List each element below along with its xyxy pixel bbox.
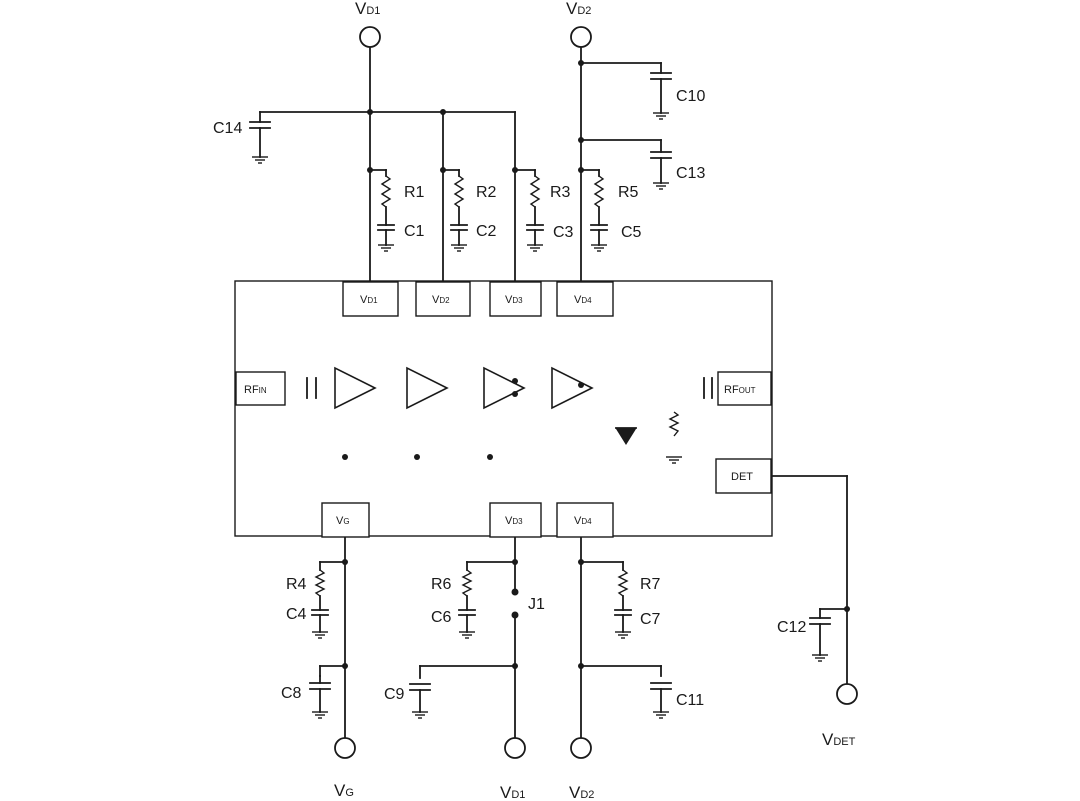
label-c12: C12 bbox=[777, 619, 806, 636]
capacitor-c7 bbox=[614, 609, 632, 639]
pin-rfin bbox=[235, 371, 286, 406]
amplifier-stage-4 bbox=[551, 366, 594, 410]
detector-resistor bbox=[665, 411, 683, 464]
capacitor-c12 bbox=[809, 617, 831, 662]
terminal-label-vdet: VDET bbox=[822, 730, 856, 749]
label-c5: C5 bbox=[621, 224, 642, 241]
pin-label-rfout: RFOUT bbox=[724, 384, 756, 396]
terminal-vd1-bottom bbox=[504, 737, 526, 759]
jumper-j1 bbox=[511, 588, 519, 619]
terminal-vdet bbox=[836, 683, 858, 705]
detector-diode bbox=[615, 427, 637, 445]
capacitor-c9 bbox=[409, 683, 431, 719]
pin-vd1-top bbox=[342, 281, 399, 317]
label-c10: C10 bbox=[676, 88, 705, 105]
pin-rfout bbox=[717, 371, 772, 406]
capacitor-c13 bbox=[650, 151, 672, 190]
pin-det bbox=[715, 458, 772, 494]
capacitor-c2 bbox=[450, 224, 468, 252]
label-c6: C6 bbox=[431, 609, 452, 626]
resistor-r6 bbox=[461, 569, 473, 611]
resistor-r7 bbox=[617, 569, 629, 611]
capacitor-c14 bbox=[249, 121, 271, 164]
pin-vg bbox=[321, 502, 370, 538]
pin-vd3-bottom bbox=[489, 502, 542, 538]
amplifier-stage-1 bbox=[334, 366, 377, 410]
pin-vd4-bottom bbox=[556, 502, 614, 538]
label-c13: C13 bbox=[676, 165, 705, 182]
ic-package-outline bbox=[234, 280, 773, 537]
label-r6: R6 bbox=[431, 576, 452, 593]
capacitor-c4 bbox=[311, 609, 329, 639]
pin-label-vd3-bottom: VD3 bbox=[505, 515, 523, 527]
amplifier-stage-3 bbox=[483, 366, 526, 410]
label-c11: C11 bbox=[676, 692, 704, 709]
capacitor-c5 bbox=[590, 224, 608, 252]
resistor-r2 bbox=[453, 175, 465, 226]
pin-label-vd3-top: VD3 bbox=[505, 294, 523, 306]
resistor-r3 bbox=[529, 175, 541, 226]
terminal-vg bbox=[334, 737, 356, 759]
capacitor-c3 bbox=[526, 224, 544, 252]
pin-vd3-top bbox=[489, 281, 542, 317]
label-r5: R5 bbox=[618, 184, 639, 201]
resistor-r1 bbox=[380, 175, 392, 226]
terminal-vd1-top bbox=[359, 26, 381, 48]
label-c2: C2 bbox=[476, 223, 497, 240]
label-c1: C1 bbox=[404, 223, 425, 240]
amplifier-stage-2 bbox=[406, 366, 449, 410]
pin-label-vd1-top: VD1 bbox=[360, 294, 378, 306]
label-c7: C7 bbox=[640, 611, 661, 628]
terminal-label-vd2-top: VD2 bbox=[566, 0, 591, 18]
label-r2: R2 bbox=[476, 184, 497, 201]
label-j1: J1 bbox=[528, 596, 545, 613]
capacitor-c6 bbox=[458, 609, 476, 639]
terminal-label-vd1-bottom: VD1 bbox=[500, 783, 525, 801]
capacitor-c1 bbox=[377, 224, 395, 252]
label-c3: C3 bbox=[553, 224, 574, 241]
resistor-r5 bbox=[593, 175, 605, 226]
label-c4: C4 bbox=[286, 606, 307, 623]
junction-dots bbox=[342, 60, 850, 669]
terminal-label-vg: VG bbox=[334, 781, 354, 800]
capacitor-c8 bbox=[309, 675, 331, 719]
capacitor-c11 bbox=[650, 682, 672, 719]
terminal-label-vd2-bottom: VD2 bbox=[569, 783, 594, 801]
resistor-r4 bbox=[314, 569, 326, 611]
label-r3: R3 bbox=[550, 184, 571, 201]
pin-vd2-top bbox=[415, 281, 471, 317]
pin-label-vd2-top: VD2 bbox=[432, 294, 450, 306]
capacitor-rfout-dc-block bbox=[703, 377, 713, 399]
pin-label-rfin: RFIN bbox=[244, 384, 267, 396]
label-r4: R4 bbox=[286, 576, 307, 593]
label-c9: C9 bbox=[384, 686, 405, 703]
label-c8: C8 bbox=[281, 685, 302, 702]
capacitor-rfin-dc-block bbox=[306, 377, 317, 399]
capacitor-c10 bbox=[650, 72, 672, 120]
pin-label-vg: VG bbox=[336, 515, 350, 527]
terminal-vd2-top bbox=[570, 26, 592, 48]
label-r7: R7 bbox=[640, 576, 661, 593]
pin-label-vd4-top: VD4 bbox=[574, 294, 592, 306]
pin-label-vd4-bottom: VD4 bbox=[574, 515, 592, 527]
label-c14: C14 bbox=[213, 120, 242, 137]
terminal-vd2-bottom bbox=[570, 737, 592, 759]
pin-label-det: DET bbox=[731, 471, 753, 483]
pin-vd4-top bbox=[556, 281, 614, 317]
label-r1: R1 bbox=[404, 184, 425, 201]
terminal-label-vd1-top: VD1 bbox=[355, 0, 380, 18]
